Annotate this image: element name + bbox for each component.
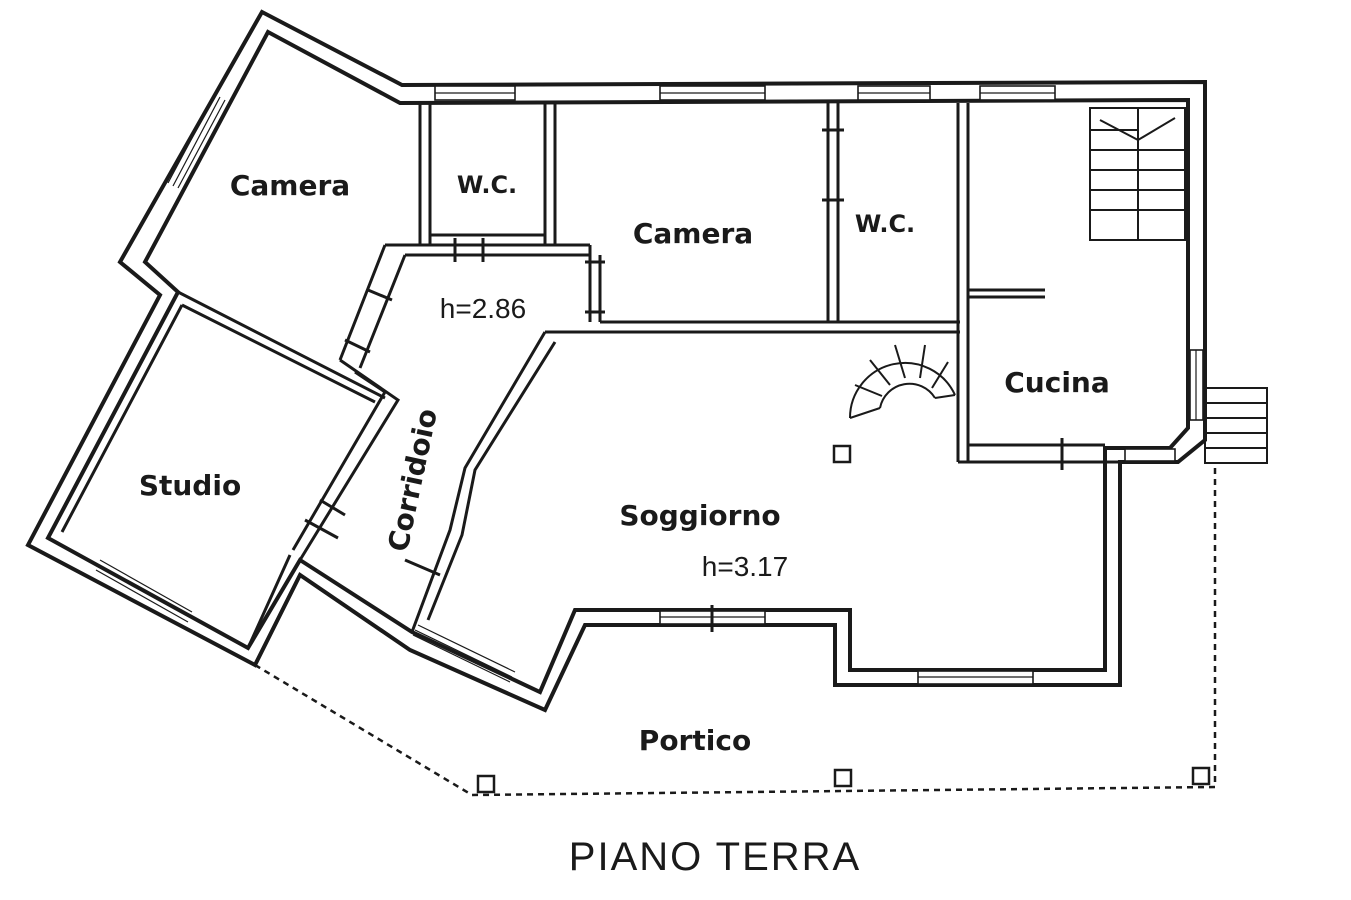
floor-title: PIANO TERRA	[569, 835, 861, 879]
window-top-2	[659, 85, 766, 101]
window-studio-bottom	[95, 559, 193, 623]
label-studio: Studio	[139, 469, 241, 502]
spiral-staircase	[848, 344, 956, 419]
interior-walls	[60, 103, 1120, 652]
windows	[95, 85, 1204, 685]
label-wc-1: W.C.	[457, 171, 517, 199]
window-cucina-right	[1189, 349, 1204, 421]
window-top-3	[857, 85, 931, 101]
window-bottom-3	[1124, 448, 1176, 462]
inner-wall-outline	[45, 29, 1190, 695]
labels: Camera W.C. Camera W.C. Cucina Studio Co…	[139, 169, 1110, 879]
staircase	[1089, 107, 1186, 241]
label-corridoio: Corridoio	[381, 406, 443, 555]
label-camera-2: Camera	[633, 217, 753, 250]
pillar-portico-3	[1191, 766, 1211, 786]
external-steps	[1204, 387, 1268, 464]
outer-wall-outline	[25, 9, 1207, 713]
window-top-4	[979, 85, 1056, 101]
outer-walls	[25, 9, 1207, 713]
pillar-portico-1	[476, 774, 496, 794]
pillar-soggiorno	[832, 444, 852, 464]
label-wc-2: W.C.	[855, 210, 915, 238]
label-height-corridoio: h=2.86	[440, 293, 526, 324]
window-soggiorno-slant	[412, 624, 516, 683]
label-soggiorno: Soggiorno	[619, 499, 780, 532]
pillar-portico-2	[833, 768, 853, 788]
label-camera-1: Camera	[230, 169, 350, 202]
window-top-1	[434, 85, 516, 101]
door-marks	[304, 128, 1064, 632]
window-bottom-2	[917, 670, 1034, 685]
pillars	[476, 444, 1211, 794]
window-camera-left	[167, 94, 226, 189]
label-cucina: Cucina	[1004, 366, 1110, 399]
portico-boundary	[254, 462, 1217, 797]
label-height-soggiorno: h=3.17	[702, 551, 788, 582]
label-portico: Portico	[639, 724, 751, 757]
